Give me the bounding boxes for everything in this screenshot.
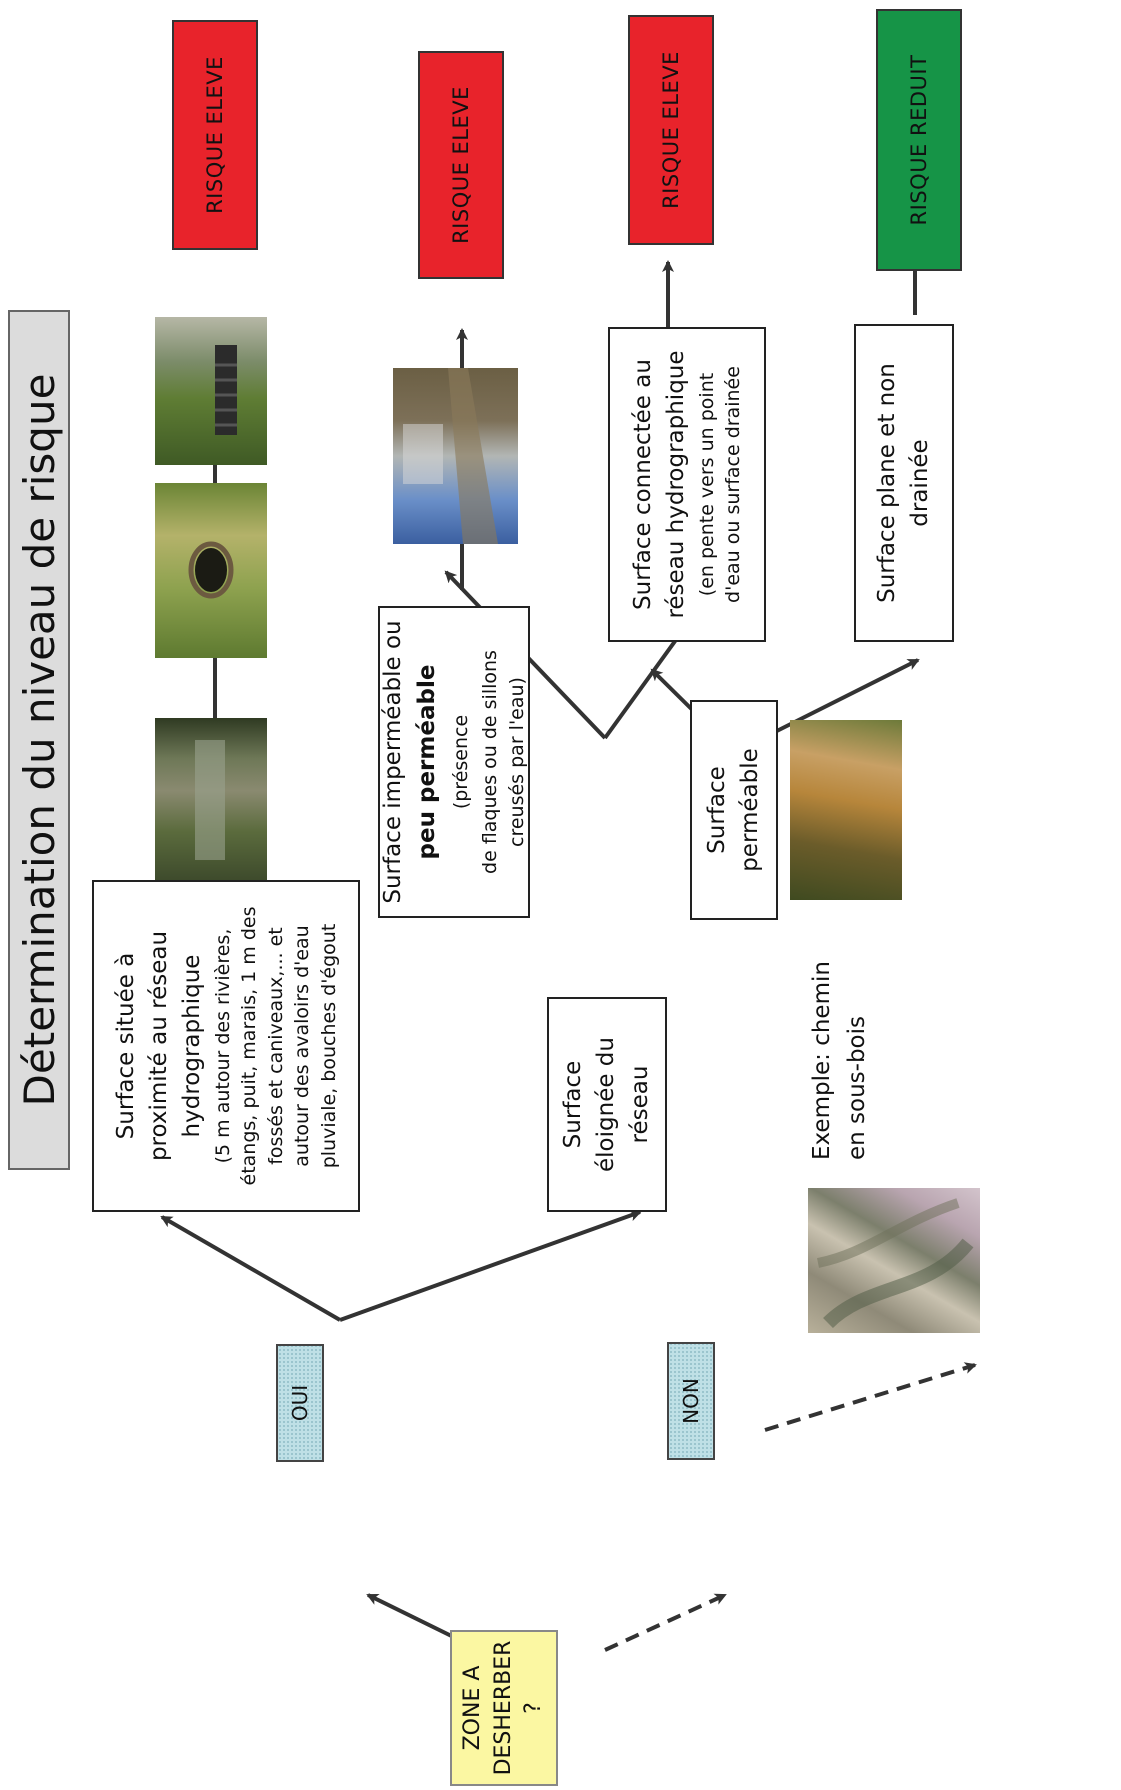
- risk-low-4-label: RISQUE REDUIT: [907, 54, 931, 226]
- risk-high-2-label: RISQUE ELEVE: [449, 86, 473, 244]
- proximite-detail5: pluviale, bouches d'égout: [317, 923, 340, 1169]
- box-plane: Surface plane et non drainée: [854, 324, 954, 642]
- eloignee-line3: réseau: [626, 1065, 653, 1144]
- example-line2: en sous-bois: [843, 1016, 870, 1160]
- box-impermeable: Surface imperméable ou peu perméable (pr…: [378, 606, 530, 918]
- choice-no-label: NON: [679, 1378, 703, 1424]
- proximite-line3: hydrographique: [179, 954, 206, 1138]
- example-photo-art: [816, 1198, 974, 1329]
- impermeable-line2-small: (présence: [450, 714, 473, 810]
- permeable-line2: perméable: [737, 748, 763, 872]
- box-connectee: Surface connectée au réseau hydrographiq…: [608, 327, 766, 642]
- impermeable-line1: Surface imperméable ou: [380, 620, 407, 904]
- plane-line2: drainée: [907, 439, 933, 527]
- page-title: Détermination du niveau de risque: [8, 310, 70, 1170]
- question-box: ZONE A DESHERBER ?: [450, 1630, 558, 1786]
- photo-street-art: [403, 368, 498, 544]
- plane-line1: Surface plane et non: [873, 363, 900, 603]
- eloignee-line2: éloignée du: [593, 1037, 620, 1172]
- proximite-detail3: fossés et caniveaux,... et: [264, 927, 287, 1165]
- connectee-line1: Surface connectée au: [630, 359, 657, 610]
- question-line1: ZONE A: [459, 1665, 485, 1751]
- box-permeable: Surface perméable: [690, 700, 778, 920]
- impermeable-detail2: creusés par l'eau): [506, 677, 529, 847]
- proximite-line1: Surface située à: [112, 952, 139, 1140]
- photo-drain-art: [215, 345, 237, 435]
- example-photo: [808, 1188, 980, 1333]
- eloignee-line1: Surface: [559, 1060, 586, 1149]
- risk-high-1: RISQUE ELEVE: [172, 20, 258, 250]
- impermeable-line2-bold: peu perméable: [413, 664, 440, 860]
- arrow-yes-to-proximite: [160, 1215, 342, 1322]
- photo-well-art: [188, 541, 234, 599]
- risk-high-3-label: RISQUE ELEVE: [659, 51, 683, 209]
- impermeable-detail1: de flaques ou de sillons: [479, 650, 502, 874]
- choice-yes: OUI: [276, 1344, 324, 1462]
- permeable-line1: Surface: [703, 766, 730, 854]
- proximite-detail1: (5 m autour des rivières,: [211, 928, 234, 1164]
- example-label: Exemple: chemin en sous-bois: [805, 960, 874, 1160]
- example-line1: Exemple: chemin: [809, 961, 835, 1160]
- photo-street: [393, 368, 518, 544]
- box-proximite: Surface située à proximité au réseau hyd…: [92, 880, 360, 1212]
- arrow-no-to-example: [764, 1362, 977, 1432]
- choice-yes-label: OUI: [288, 1384, 312, 1422]
- photo-well: [155, 483, 267, 658]
- choice-no: NON: [667, 1342, 715, 1460]
- proximite-line2: proximité au réseau: [145, 930, 172, 1162]
- proximite-detail2: étangs, puit, marais, 1 m des: [238, 906, 261, 1186]
- risk-high-2: RISQUE ELEVE: [418, 51, 504, 279]
- photo-ditch: [155, 718, 267, 880]
- risk-high-3: RISQUE ELEVE: [628, 15, 714, 245]
- risk-low-4: RISQUE REDUIT: [876, 9, 962, 271]
- page-title-text: Détermination du niveau de risque: [14, 373, 64, 1107]
- question-line2: DESHERBER ?: [490, 1640, 547, 1776]
- photo-drain: [155, 317, 267, 465]
- connectee-detail2: d'eau ou surface drainée: [722, 366, 745, 603]
- proximite-detail4: autour des avaloirs d'eau: [291, 925, 314, 1167]
- box-eloignee: Surface éloignée du réseau: [547, 997, 667, 1212]
- risk-high-1-label: RISQUE ELEVE: [203, 56, 227, 214]
- photo-ditch-art: [195, 740, 225, 860]
- photo-permeable: [790, 720, 902, 900]
- connectee-line2: réseau hydrographique: [663, 350, 690, 619]
- connectee-detail1: (en pente vers un point: [695, 372, 718, 597]
- arrow-yes-to-eloignee: [339, 1209, 642, 1322]
- arrow-question-to-no: [604, 1593, 727, 1652]
